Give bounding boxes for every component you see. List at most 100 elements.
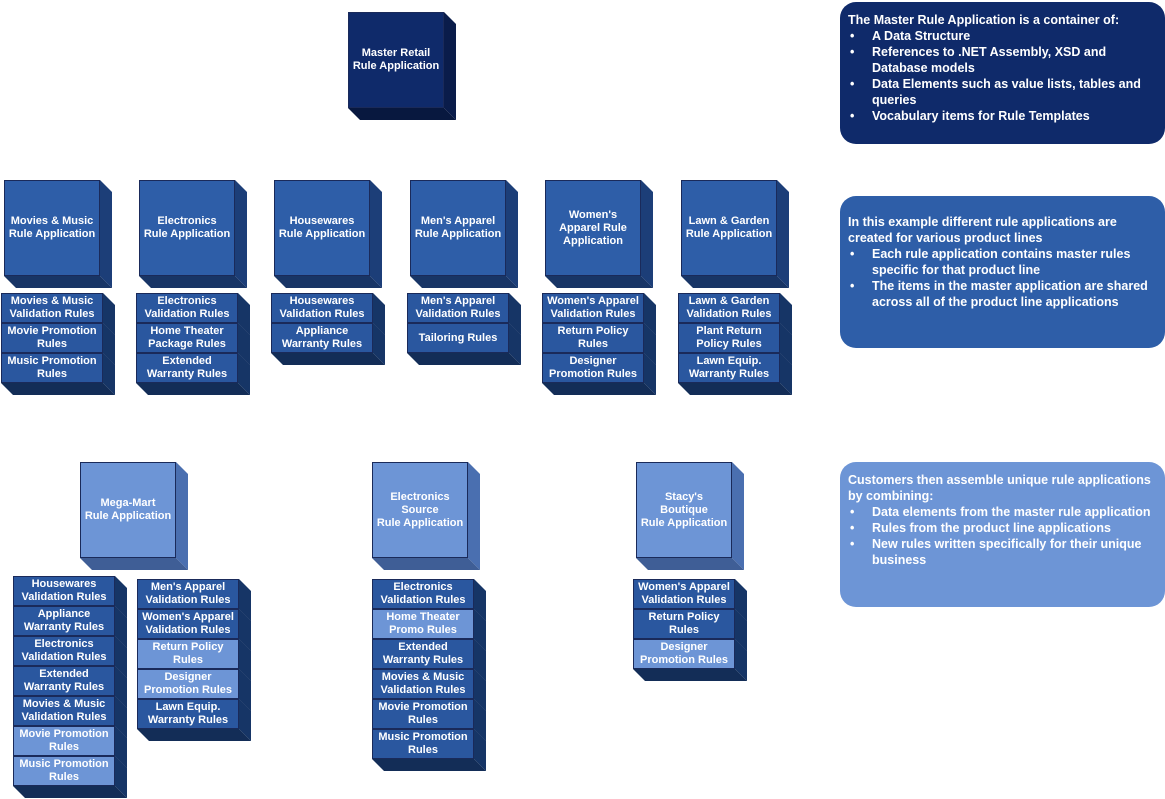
customer-rule-side (239, 699, 251, 741)
customer-rule-side (115, 606, 127, 648)
callout-master-bullets: A Data Structure References to .NET Asse… (848, 28, 1157, 124)
product-line-application-base (681, 276, 789, 288)
customer-rule-application-base (372, 558, 480, 570)
customer-new-rule: Music Promotion Rules (13, 756, 115, 786)
product-line-rule: Movies & Music Validation Rules (1, 293, 103, 323)
customer-rule-side (239, 579, 251, 621)
product-line-application: Lawn & Garden Rule Application (681, 180, 777, 276)
customer-rule: Women's Apparel Validation Rules (137, 609, 239, 639)
customer-rule-side (239, 609, 251, 651)
callout-master-bullet: Data Elements such as value lists, table… (850, 76, 1157, 108)
product-line-rule-side (644, 323, 656, 365)
master-rule-application-side (444, 12, 456, 120)
product-line-rule-base (136, 383, 250, 395)
customer-rule-side (735, 609, 747, 651)
product-line-rule-side (238, 293, 250, 335)
callout-master-bullet: References to .NET Assembly, XSD and Dat… (850, 44, 1157, 76)
customer-rule: Women's Apparel Validation Rules (633, 579, 735, 609)
customer-rule-side (735, 579, 747, 621)
customer-rule-side (474, 639, 486, 681)
master-rule-application-base (348, 108, 456, 120)
product-line-rule-base (678, 383, 792, 395)
customer-new-rule: Designer Promotion Rules (633, 639, 735, 669)
product-line-application: Electronics Rule Application (139, 180, 235, 276)
customer-new-rule-side (115, 726, 127, 768)
master-rule-application: Master Retail Rule Application (348, 12, 444, 108)
callout-customers-bullet: New rules written specifically for their… (850, 536, 1157, 568)
customer-rule-side (115, 636, 127, 678)
customer-new-rule: Movie Promotion Rules (13, 726, 115, 756)
product-line-rule: Housewares Validation Rules (271, 293, 373, 323)
product-line-rule-side (103, 353, 115, 395)
customer-rule: Housewares Validation Rules (13, 576, 115, 606)
product-line-rule-side (238, 323, 250, 365)
callout-product-lines: In this example different rule applicati… (840, 196, 1165, 348)
customer-rule-application: Stacy's Boutique Rule Application (636, 462, 732, 558)
callout-master-bullet: A Data Structure (850, 28, 1157, 44)
product-line-rule: Men's Apparel Validation Rules (407, 293, 509, 323)
customer-rule-base (137, 729, 251, 741)
product-line-rule: Electronics Validation Rules (136, 293, 238, 323)
product-line-application: Men's Apparel Rule Application (410, 180, 506, 276)
product-line-rule-side (780, 293, 792, 335)
customer-rule: Electronics Validation Rules (13, 636, 115, 666)
customer-rule: Movie Promotion Rules (372, 699, 474, 729)
customer-rule: Movies & Music Validation Rules (372, 669, 474, 699)
customer-rule: Appliance Warranty Rules (13, 606, 115, 636)
customer-rule-application-side (732, 462, 744, 570)
callout-product-lines-bullets: Each rule application contains master ru… (848, 246, 1157, 310)
product-line-rule-base (271, 353, 385, 365)
product-line-application-side (235, 180, 247, 288)
product-line-rule-side (644, 293, 656, 335)
product-line-rule-side (103, 293, 115, 335)
product-line-application-base (274, 276, 382, 288)
customer-rule-application-base (636, 558, 744, 570)
customer-rule-side (115, 666, 127, 708)
customer-rule-application: Mega-Mart Rule Application (80, 462, 176, 558)
callout-customers-intro: Customers then assemble unique rule appl… (848, 473, 1151, 503)
callout-product-lines-bullet: Each rule application contains master ru… (850, 246, 1157, 278)
callout-product-lines-bullet: The items in the master application are … (850, 278, 1157, 310)
product-line-rule: Lawn Equip. Warranty Rules (678, 353, 780, 383)
product-line-application-side (370, 180, 382, 288)
customer-rule: Men's Apparel Validation Rules (137, 579, 239, 609)
product-line-rule: Extended Warranty Rules (136, 353, 238, 383)
customer-new-rule-side (239, 639, 251, 681)
product-line-rule-base (407, 353, 521, 365)
customer-new-rule-base (13, 786, 127, 798)
customer-rule-side (474, 699, 486, 741)
customer-rule-side (474, 669, 486, 711)
customer-rule-base (372, 759, 486, 771)
product-line-application-side (506, 180, 518, 288)
product-line-rule-side (644, 353, 656, 395)
callout-master-intro: The Master Rule Application is a contain… (848, 13, 1120, 27)
customer-rule: Extended Warranty Rules (372, 639, 474, 669)
product-line-rule: Movie Promotion Rules (1, 323, 103, 353)
product-line-rule-side (509, 323, 521, 365)
product-line-application: Movies & Music Rule Application (4, 180, 100, 276)
customer-new-rule-base (633, 669, 747, 681)
product-line-application-side (777, 180, 789, 288)
callout-customers: Customers then assemble unique rule appl… (840, 462, 1165, 607)
product-line-rule: Music Promotion Rules (1, 353, 103, 383)
callout-product-lines-intro: In this example different rule applicati… (848, 215, 1117, 245)
customer-new-rule: Designer Promotion Rules (137, 669, 239, 699)
product-line-rule: Plant Return Policy Rules (678, 323, 780, 353)
customer-rule-side (474, 729, 486, 771)
customer-rule-application-side (176, 462, 188, 570)
product-line-application: Women's Apparel Rule Application (545, 180, 641, 276)
product-line-rule-side (103, 323, 115, 365)
product-line-rule: Home Theater Package Rules (136, 323, 238, 353)
product-line-rule-side (780, 353, 792, 395)
product-line-rule: Women's Apparel Validation Rules (542, 293, 644, 323)
callout-customers-bullet: Data elements from the master rule appli… (850, 504, 1157, 520)
product-line-application-base (139, 276, 247, 288)
customer-new-rule-side (474, 609, 486, 651)
customer-rule: Return Policy Rules (633, 609, 735, 639)
customer-new-rule-side (239, 669, 251, 711)
customer-rule: Electronics Validation Rules (372, 579, 474, 609)
product-line-rule: Lawn & Garden Validation Rules (678, 293, 780, 323)
product-line-rule-side (509, 293, 521, 335)
product-line-rule: Appliance Warranty Rules (271, 323, 373, 353)
product-line-application-base (545, 276, 653, 288)
